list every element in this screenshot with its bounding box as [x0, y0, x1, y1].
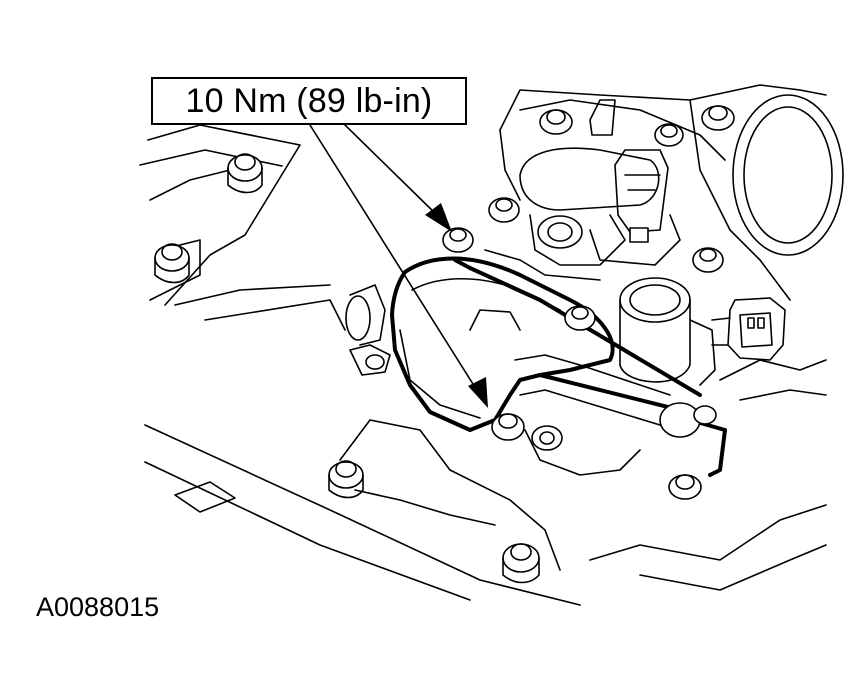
- left-housing-outline: [139, 124, 346, 331]
- bolt-icon: [328, 460, 364, 499]
- callout-leader-lines: [309, 124, 488, 408]
- solenoid-housing: [484, 147, 681, 281]
- figure-id-label: A0088015: [36, 592, 160, 622]
- bolt-icon: [564, 305, 596, 331]
- bolt-icon: [442, 227, 474, 253]
- right-connector: [711, 297, 827, 401]
- bolt-icon: [539, 109, 573, 135]
- bolt-icon: [502, 543, 540, 584]
- lower-casing-outline: [144, 419, 827, 606]
- bolt-icon: [693, 405, 717, 425]
- bolt-icon: [668, 474, 702, 500]
- manual-lever-arm: [469, 309, 727, 477]
- bolt-heads: [154, 105, 735, 584]
- bolt-icon: [491, 413, 525, 441]
- torque-label: 10 Nm (89 lb-in): [185, 81, 433, 120]
- bolt-icon: [701, 105, 735, 131]
- bolt-icon: [488, 197, 520, 223]
- arrowhead-icon: [425, 203, 452, 232]
- valve-body-upper-block: [499, 84, 844, 301]
- torque-callout-box: 10 Nm (89 lb-in): [151, 77, 467, 125]
- bolt-icon: [154, 243, 190, 284]
- valve-cylinder: [619, 277, 716, 386]
- bolt-icon: [227, 153, 263, 194]
- arrowhead-icon: [468, 377, 488, 408]
- solenoid-cover-plate: [345, 256, 702, 432]
- bolt-icon: [692, 247, 724, 273]
- bolt-icon: [654, 123, 684, 147]
